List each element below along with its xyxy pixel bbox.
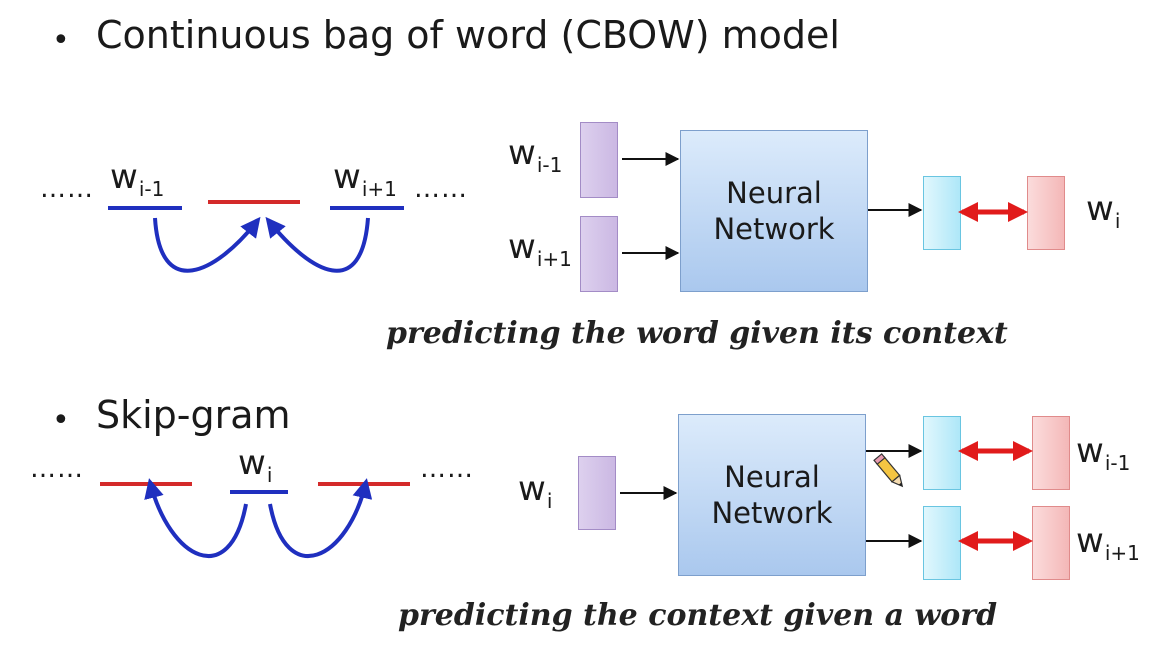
cbow-arrow-from-next [265,216,370,273]
skipgram-dots-right: …… [420,454,474,484]
cbow-nn-label-line1: Neural [726,175,822,210]
cbow-caption: predicting the word given its context [386,316,1008,351]
skipgram-neural-network-box: Neural Network [678,414,866,576]
skipgram-input-label: wi [518,469,553,513]
cbow-input-label-prev: wi-1 [508,133,563,177]
pencil-cursor-icon [873,453,904,488]
cbow-input-label-next: wi+1 [508,227,572,271]
skipgram-word-center: wi [238,443,273,487]
skipgram-nn-label-line2: Network [711,496,833,530]
cbow-neural-network-box: Neural Network [680,130,868,292]
cbow-word-next: wi+1 [333,157,397,201]
cbow-nn-label-line2: Network [713,212,835,246]
cbow-output-vector [923,176,961,250]
skipgram-caption: predicting the context given a word [398,598,998,633]
bullet-cbow: • [52,23,70,58]
bullet-skipgram: • [52,403,70,438]
cbow-dots-right: …… [414,174,468,204]
skipgram-heading: Skip-gram [96,393,291,437]
cbow-dots-left: …… [40,174,94,204]
cbow-word-prev: wi-1 [110,157,165,201]
skipgram-output-vector-1 [923,416,961,490]
skipgram-input-vector [578,456,616,530]
cbow-input-vector-prev [580,122,618,198]
cbow-arrow-from-prev [153,216,261,273]
cbow-target-label: wi [1086,189,1121,233]
skipgram-target-label-prev: wi-1 [1076,431,1131,475]
skipgram-arrow-to-prev [144,478,248,558]
skipgram-nn-label-line1: Neural [724,459,820,494]
skipgram-dots-left: …… [30,454,84,484]
skipgram-arrow-to-next [268,478,373,558]
cbow-heading: Continuous bag of word (CBOW) model [96,13,840,57]
cbow-input-vector-next [580,216,618,292]
skipgram-target-label-next: wi+1 [1076,521,1140,565]
